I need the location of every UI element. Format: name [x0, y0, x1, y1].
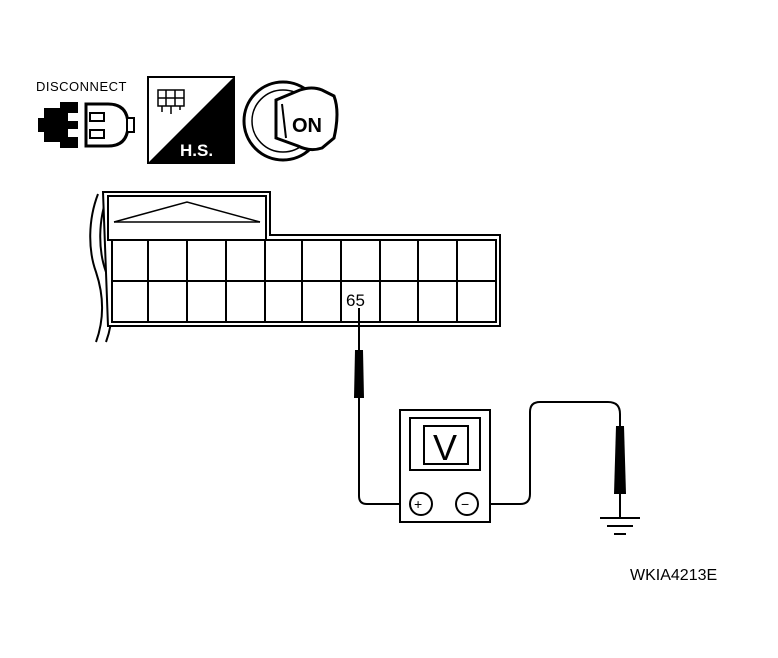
ground-icon — [600, 517, 640, 535]
socket-tab-shape — [126, 117, 135, 133]
negative-terminal-symbol: − — [461, 496, 469, 512]
voltmeter-unit-label: V — [433, 427, 457, 468]
hs-connector-sketch — [157, 89, 185, 114]
lock-tab-ridge — [113, 201, 261, 223]
positive-terminal-symbol: + — [414, 496, 422, 512]
ignition-on-label: ON — [292, 115, 322, 137]
socket-pin-lower — [89, 129, 105, 139]
disconnect-icon: DISCONNECT — [36, 79, 135, 148]
connector-plug-shape — [44, 102, 78, 148]
hs-label: H.S. — [180, 141, 213, 160]
ignition-key-shape — [274, 86, 339, 152]
negative-lead-wire — [484, 401, 621, 505]
terminal-65-label: 65 — [346, 291, 365, 310]
terminal-column-dividers — [147, 240, 458, 322]
voltmeter-display — [423, 425, 469, 465]
key-edge-line — [281, 103, 287, 139]
positive-terminal-icon — [409, 492, 433, 516]
ignition-on-icon: ON — [242, 80, 339, 162]
positive-lead-wire — [358, 398, 410, 505]
connector-socket-shape — [84, 102, 130, 148]
positive-probe — [354, 308, 410, 505]
cable-cut-line-left — [89, 193, 103, 343]
socket-pin-upper — [89, 112, 105, 122]
disconnect-label: DISCONNECT — [36, 79, 127, 94]
negative-probe-handle — [614, 426, 626, 494]
plug-tab-shape — [38, 118, 46, 132]
voltmeter: V + − — [399, 409, 491, 523]
harness-side-icon: H.S. — [147, 76, 235, 164]
connector-body: 65 — [89, 191, 501, 343]
hs-black-triangle — [148, 77, 234, 163]
positive-probe-handle — [354, 350, 364, 398]
figure-code: WKIA4213E — [630, 567, 717, 584]
negative-terminal-icon — [455, 492, 479, 516]
negative-probe — [484, 401, 626, 518]
